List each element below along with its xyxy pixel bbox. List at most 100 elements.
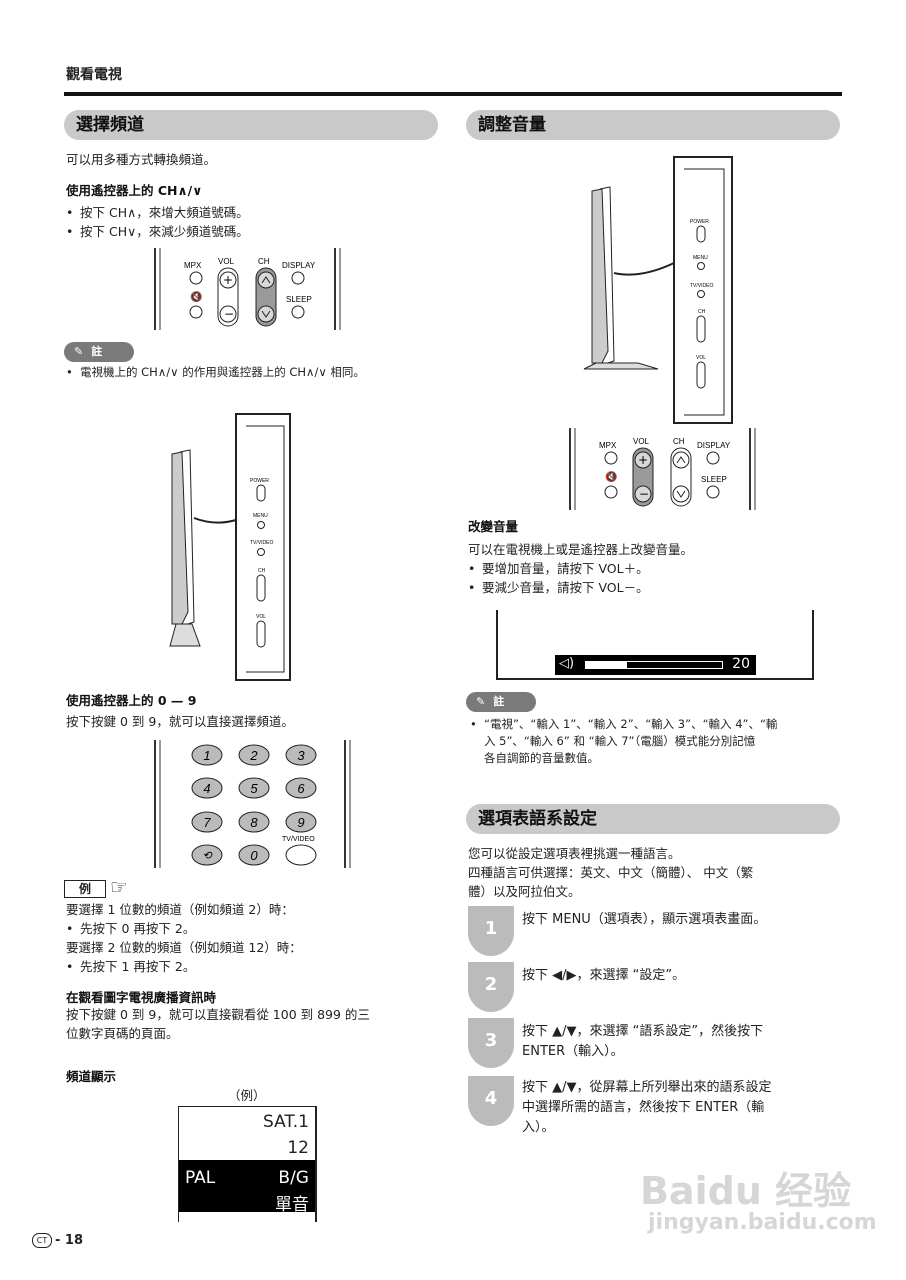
note-content: 電視機上的 CH∧/∨ 的作用與遙控器上的 CH∧/∨ 相同。 <box>80 365 365 379</box>
page-number: CT- 18 <box>32 1233 83 1248</box>
key-9: 9 <box>297 815 304 830</box>
key-7: 7 <box>203 815 211 830</box>
key-2: 2 <box>249 748 258 763</box>
lang-intro-3: 體）以及阿拉伯文。 <box>468 884 581 899</box>
teletext-heading: 在觀看圖字電視廣播資訊時 <box>66 990 217 1005</box>
volume-screen: ◁) 20 <box>496 610 814 680</box>
section-title-menu-language: 選項表語系設定 <box>466 804 840 834</box>
section-title-volume: 調整音量 <box>466 110 840 140</box>
mute-icon: 🔇 <box>190 290 202 303</box>
step-2-number: 2 <box>468 962 514 1012</box>
intro-text: 可以用多種方式轉換頻道。 <box>66 152 217 167</box>
key-0: 0 <box>250 848 258 863</box>
ch-label-r: CH <box>673 437 685 446</box>
digits-heading: 使用遙控器上的 0 — 9 <box>66 693 197 708</box>
note-text-right-2: 入 5”、“輸入 6” 和 “輸入 7”（電腦）模式能分別記憶 <box>484 734 756 748</box>
osd-station: SAT.1 <box>262 1112 309 1132</box>
plus-icon: + <box>223 273 233 287</box>
top-divider <box>64 92 842 96</box>
volume-osd: ◁) 20 <box>555 655 756 675</box>
tv-power-label: POWER <box>250 478 269 484</box>
channel-display-example: （例） <box>228 1088 266 1103</box>
change-volume-heading: 改變音量 <box>468 519 519 534</box>
note-text-right-3: 各自調節的音量數值。 <box>484 751 599 765</box>
tv-side-illustration-right: POWER MENU TV/VIDEO CH VOL <box>583 156 733 424</box>
tv-menu-label: MENU <box>253 513 268 519</box>
tv-ch-label-r: CH <box>698 309 706 315</box>
teletext-line-2: 位數字頁碼的頁面。 <box>66 1026 179 1041</box>
tv-power-label-r: POWER <box>690 219 709 225</box>
mpx-label-r: MPX <box>599 441 617 450</box>
osd-sound-system: B/G <box>278 1168 309 1188</box>
watermark-brand: Baidu 经验 <box>640 1169 852 1213</box>
tv-vol-label-r: VOL <box>696 355 706 361</box>
teletext-line-1: 按下按鍵 0 到 9，就可以直接觀看從 100 到 899 的三 <box>66 1007 370 1022</box>
volume-level: 20 <box>732 656 750 672</box>
step-4-text-1: 按下 ▲/▼，從屏幕上所列舉出來的語系設定 <box>522 1080 772 1095</box>
vol-label-r: VOL <box>633 437 650 446</box>
step-4-text-3: 入）。 <box>522 1120 555 1135</box>
remote-panel-illustration: MPX 🔇 VOL + − CH DISPLAY SLEEP <box>154 248 341 330</box>
key-8: 8 <box>250 815 258 830</box>
mute-icon-r: 🔇 <box>605 470 617 483</box>
step-3-text-1: 按下 ▲/▼，來選擇 “語系設定”，然後按下 <box>522 1024 764 1039</box>
volume-bar-fill <box>586 662 627 668</box>
vol-bullet-down: 要減少音量，請按下 VOL－。 <box>468 578 649 597</box>
remote-ch-heading: 使用遙控器上的 CH∧/∨ <box>66 183 203 198</box>
step-4-number: 4 <box>468 1076 514 1126</box>
channel-osd: SAT.1 12 PAL B/G 單音 <box>178 1106 317 1222</box>
remote-panel-illustration-right: MPX 🔇 VOL + − CH DISPLAY SLEEP <box>569 428 756 510</box>
tv-vol-label: VOL <box>256 614 266 620</box>
tv-ch-label: CH <box>258 568 266 574</box>
pointing-hand-icon: ☞ <box>110 875 128 899</box>
osd-audio: 單音 <box>275 1195 309 1215</box>
osd-channel: 12 <box>287 1138 309 1158</box>
step-3-text-2: ENTER（輸入）。 <box>522 1044 624 1059</box>
step-4-text-2: 中選擇所需的語言，然後按下 ENTER（輸 <box>522 1100 765 1115</box>
note-label: 註 <box>91 345 103 358</box>
minus-icon: − <box>224 307 234 321</box>
sleep-label: SLEEP <box>286 295 312 304</box>
key-4: 4 <box>203 781 210 796</box>
key-6: 6 <box>297 781 305 796</box>
ch-bullet-up: 按下 CH∧，來增大頻道號碼。 <box>66 203 249 222</box>
page-section-header: 觀看電視 <box>66 67 122 83</box>
channel-display-heading: 頻道顯示 <box>66 1069 117 1084</box>
paperclip-icon-r: ✎ <box>476 695 486 708</box>
speaker-icon: ◁) <box>559 656 575 671</box>
example-line-2: 先按下 0 再按下 2。 <box>66 919 195 938</box>
change-volume-text: 可以在電視機上或是遙控器上改變音量。 <box>468 542 694 557</box>
display-label: DISPLAY <box>282 261 316 270</box>
watermark-url: jingyan.baidu.com <box>648 1210 877 1235</box>
page-number-text: - 18 <box>55 1233 84 1248</box>
osd-info-box: PAL B/G 單音 <box>179 1160 315 1215</box>
volume-bar <box>585 661 723 669</box>
example-line-1: 要選擇 1 位數的頻道（例如頻道 2）時： <box>66 902 294 917</box>
example-label: 例 <box>64 880 106 898</box>
ct-badge: CT <box>32 1233 52 1248</box>
lang-intro-1: 您可以從設定選項表裡挑選一種語言。 <box>468 846 681 861</box>
sleep-label-r: SLEEP <box>701 475 727 484</box>
vol-label: VOL <box>218 257 235 266</box>
note-label-r: 註 <box>493 695 505 708</box>
tv-side-illustration: POWER MENU TV/VIDEO CH VOL <box>169 413 291 681</box>
tv-tvvideo-label: TV/VIDEO <box>250 540 273 546</box>
key-1: 1 <box>203 748 210 763</box>
digits-text: 按下按鍵 0 到 9，就可以直接選擇頻道。 <box>66 714 294 729</box>
minus-icon-r: − <box>639 487 649 501</box>
flashback-icon: ⟲ <box>202 850 213 862</box>
note-text-left: •電視機上的 CH∧/∨ 的作用與遙控器上的 CH∧/∨ 相同。 <box>66 365 365 379</box>
example-line-4: 先按下 1 再按下 2。 <box>66 957 195 976</box>
keypad-tvvideo-label: TV/VIDEO <box>282 836 315 843</box>
key-5: 5 <box>250 781 258 796</box>
ch-label: CH <box>258 257 270 266</box>
plus-icon-r: + <box>638 453 648 467</box>
step-3-number: 3 <box>468 1018 514 1068</box>
key-3: 3 <box>297 748 305 763</box>
ch-bullet-down: 按下 CH∨，來減少頻道號碼。 <box>66 222 249 241</box>
lang-intro-2: 四種語言可供選擇：英文、中文（簡體）、 中文（繁 <box>468 865 754 880</box>
step-1-text: 按下 MENU（選項表），顯示選項表畫面。 <box>522 912 767 927</box>
mpx-label: MPX <box>184 261 202 270</box>
vol-bullet-up: 要增加音量，請按下 VOL＋。 <box>468 559 649 578</box>
step-1-number: 1 <box>468 906 514 956</box>
